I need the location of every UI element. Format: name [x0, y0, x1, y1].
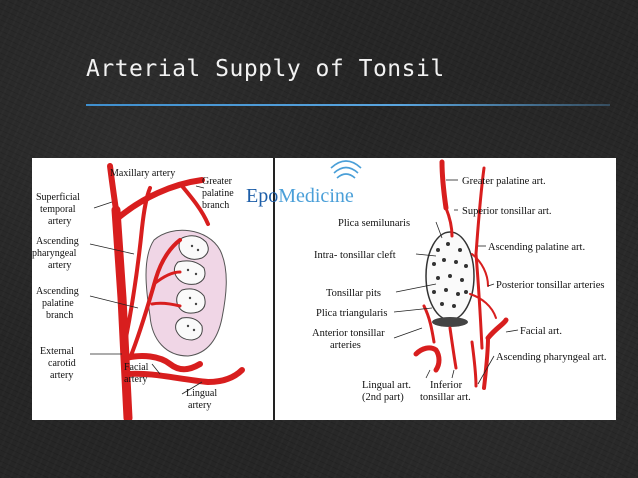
label-facial-art: Facial art. — [520, 326, 562, 337]
logo-epo-text: Epo — [246, 185, 278, 207]
figure-svg: Maxillary artery Greater palatine branch… — [32, 158, 607, 420]
label-ascending-palatine-2: palatine — [42, 298, 74, 309]
label-posterior-tonsillar-arteries: Posterior tonsillar arteries — [496, 280, 604, 291]
label-plica-triangularis: Plica triangularis — [316, 308, 387, 319]
title-underline — [86, 104, 610, 106]
logo-medicine-text: Medicine — [278, 185, 354, 207]
label-ascending-pharyngeal-2: pharyngeal — [32, 248, 77, 259]
label-anterior-tonsillar-2: arteries — [330, 340, 361, 351]
label-superficial-temporal-3: artery — [48, 216, 71, 227]
label-tonsillar-pits: Tonsillar pits — [326, 288, 381, 299]
svg-text:EpoMedicine: EpoMedicine — [246, 185, 354, 207]
lobule-dots — [186, 244, 200, 332]
label-greater-palatine-art: Greater palatine art. — [462, 176, 546, 187]
label-lingual-artery-1: Lingual — [186, 388, 217, 399]
label-greater-palatine-1: Greater — [202, 176, 233, 187]
label-lingual-art-1: Lingual art. — [362, 380, 411, 391]
tonsil-artery-figure: Maxillary artery Greater palatine branch… — [32, 158, 616, 420]
label-anterior-tonsillar-1: Anterior tonsillar — [312, 328, 385, 339]
tonsillar-pits — [432, 242, 468, 308]
label-external-carotid-1: External — [40, 346, 74, 357]
right-leader-lines — [393, 179, 519, 385]
label-ascending-pharyngeal-art: Ascending pharyngeal art. — [496, 352, 607, 363]
label-lingual-art-2: (2nd part) — [362, 392, 404, 403]
label-external-carotid-3: artery — [50, 370, 73, 381]
label-ascending-palatine-art: Ascending palatine art. — [488, 242, 585, 253]
label-superficial-temporal-1: Superficial — [36, 192, 80, 203]
label-greater-palatine-3: branch — [202, 200, 229, 211]
left-leader-lines — [89, 185, 205, 395]
wifi-icon — [330, 160, 362, 179]
label-intra-tonsillar-cleft: Intra- tonsillar cleft — [314, 250, 396, 261]
label-maxillary-artery: Maxillary artery — [110, 168, 175, 179]
epomedicine-logo: EpoMedicine — [246, 160, 362, 207]
label-ascending-pharyngeal-3: artery — [48, 260, 71, 271]
left-arteries — [107, 163, 245, 420]
label-plica-semilunaris: Plica semilunaris — [338, 218, 410, 229]
label-superficial-temporal-2: temporal — [40, 204, 76, 215]
external-carotid-trunk — [111, 205, 133, 420]
right-diagram: Greater palatine art. Superior tonsillar… — [312, 159, 607, 403]
left-diagram: Maxillary artery Greater palatine branch… — [32, 163, 245, 420]
label-facial-artery-2: artery — [124, 374, 147, 385]
label-facial-artery-1: Facial — [124, 362, 149, 373]
tonsil-base — [432, 317, 468, 327]
label-greater-palatine-2: palatine — [202, 188, 234, 199]
label-superior-tonsillar-art: Superior tonsillar art. — [462, 206, 552, 217]
label-ascending-palatine-1: Ascending — [36, 286, 79, 297]
label-inferior-tonsillar-1: Inferior — [430, 380, 463, 391]
slide-title: Arterial Supply of Tonsil — [86, 56, 445, 82]
label-inferior-tonsillar-2: tonsillar art. — [420, 392, 471, 403]
label-ascending-palatine-3: branch — [46, 310, 73, 321]
label-lingual-artery-2: artery — [188, 400, 211, 411]
label-ascending-pharyngeal-1: Ascending — [36, 236, 79, 247]
label-external-carotid-2: carotid — [48, 358, 76, 369]
tonsil-lobules — [173, 235, 209, 341]
